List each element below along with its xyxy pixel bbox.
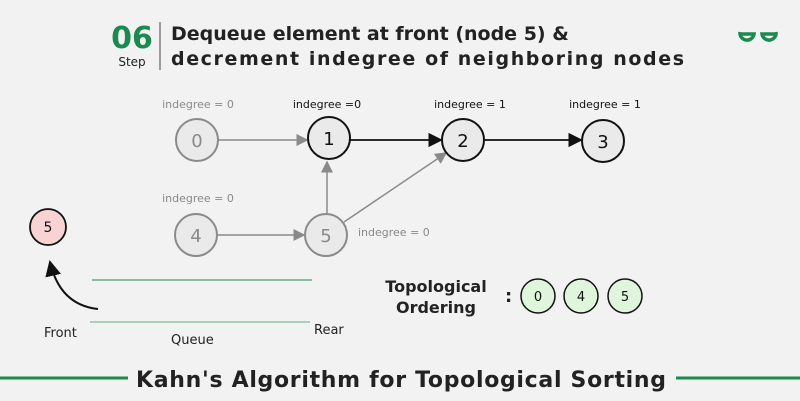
indegree-label: indegree = 1 <box>569 98 641 111</box>
node-2: 2 indegree = 1 <box>434 98 506 162</box>
svg-text:5: 5 <box>621 290 629 305</box>
title-line-2: decrement indegree of neighboring nodes <box>171 48 684 70</box>
node-5: 5 indegree = 0 <box>304 213 430 257</box>
queue-label: Queue <box>171 333 214 348</box>
ordering-item: 4 <box>563 278 599 314</box>
ordering-item: 5 <box>607 278 643 314</box>
ordering-colon: : <box>505 286 512 307</box>
indegree-label: indegree = 0 <box>358 226 430 239</box>
svg-text:0: 0 <box>534 290 542 305</box>
ordering-label-1: Topological <box>385 277 486 296</box>
svg-text:0: 0 <box>191 131 202 152</box>
node-0: 0 indegree = 0 <box>162 98 234 162</box>
ordering-item: 0 <box>520 278 556 314</box>
front-label: Front <box>44 326 77 341</box>
svg-text:4: 4 <box>190 226 201 247</box>
edge-5-2 <box>343 152 448 223</box>
footer-title: Kahn's Algorithm for Topological Sorting <box>136 368 666 393</box>
svg-text:3: 3 <box>597 132 608 153</box>
ordering-label-2: Ordering <box>396 298 476 317</box>
svg-text:4: 4 <box>577 290 585 305</box>
indegree-label: indegree = 0 <box>162 192 234 205</box>
indegree-label: indegree = 1 <box>434 98 506 111</box>
rear-label: Rear <box>314 323 344 338</box>
step-number: 06 <box>111 21 153 56</box>
svg-text:1: 1 <box>323 129 334 150</box>
svg-text:2: 2 <box>457 131 468 152</box>
svg-text:5: 5 <box>320 226 331 247</box>
dequeued-node: 5 <box>29 208 67 246</box>
node-1: 1 indegree =0 <box>293 98 361 160</box>
node-3: 3 indegree = 1 <box>569 98 641 163</box>
node-4: 4 indegree = 0 <box>162 192 234 257</box>
gfg-logo-icon <box>738 31 778 42</box>
svg-text:5: 5 <box>44 220 53 236</box>
indegree-label: indegree =0 <box>293 98 361 111</box>
indegree-label: indegree = 0 <box>162 98 234 111</box>
title-line-1: Dequeue element at front (node 5) & <box>171 23 569 45</box>
step-label: Step <box>118 55 145 69</box>
dequeue-arrow-icon <box>45 260 99 310</box>
